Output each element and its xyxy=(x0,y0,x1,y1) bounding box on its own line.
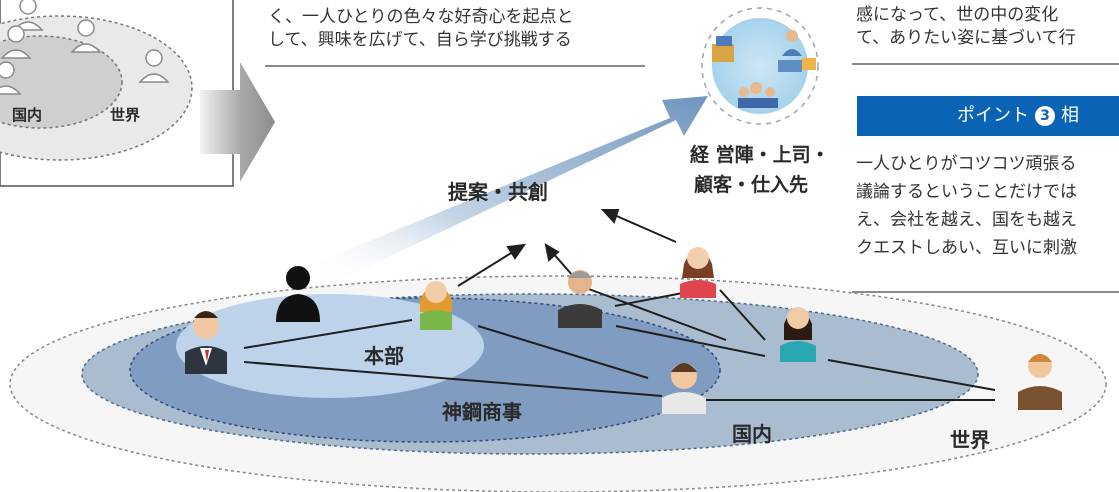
point-text-line: 議論するということだけでは xyxy=(856,182,1077,202)
stakeholder-label-line: 顧客・仕入先 xyxy=(694,174,809,196)
person-older-man xyxy=(558,270,602,328)
point-text-line: 一人ひとりがコツコツ頑張る xyxy=(856,154,1077,174)
intro-text-line: く、一人ひとりの色々な好奇心を起点と xyxy=(268,7,574,27)
right-text-line: 感になって、世の中の変化 xyxy=(856,5,1059,25)
person-man-brown xyxy=(1018,354,1062,410)
intro-text-line: して、興味を広げて、自ら学び挑戦する xyxy=(268,30,572,50)
stakeholder-globe-icon xyxy=(701,7,819,125)
proposal-arrow xyxy=(318,96,708,284)
point-prefix: ポイント xyxy=(957,105,1029,126)
intro-text: く、一人ひとりの色々な好奇心を起点と して、興味を広げて、自ら学び挑戦する xyxy=(268,6,574,52)
left-domestic-label: 国内 xyxy=(12,106,43,124)
person-man-suit-left xyxy=(185,311,227,374)
gray-block-arrow xyxy=(200,62,275,182)
company-label: 神鋼商事 xyxy=(442,400,522,424)
people xyxy=(185,247,1062,414)
stakeholder-label: 経 営陣・上司・ 顧客・仕入先 xyxy=(690,140,830,200)
stakeholder-label-line: 経 営陣・上司・ xyxy=(690,144,830,166)
domestic-label: 国内 xyxy=(732,422,772,446)
point-text: 一人ひとりがコツコツ頑張る 議論するということだけでは え、会社を越え、国をも越… xyxy=(856,150,1077,262)
left-panel xyxy=(0,0,234,187)
left-world-label: 世界 xyxy=(110,106,141,124)
world-label: 世界 xyxy=(950,428,990,452)
point-text-line: クエストしあい、互いに刺激 xyxy=(856,238,1077,258)
person-woman-teal xyxy=(780,307,816,362)
left-domestic-ellipse xyxy=(0,35,123,129)
person-man-white xyxy=(662,363,706,414)
person-woman-red xyxy=(680,247,716,298)
headquarters-label: 本部 xyxy=(364,344,404,368)
proposal-label: 提案・共創 xyxy=(448,180,548,204)
point-suffix: 相 xyxy=(1061,105,1079,126)
person-woman-green xyxy=(420,281,452,330)
right-text-line: て、ありたい姿に基づいて行 xyxy=(856,28,1076,48)
point-text-line: え、会社を越え、国をも越え xyxy=(856,210,1077,230)
connection-lines xyxy=(243,287,996,401)
left-people-icons xyxy=(0,0,170,95)
proposal-small-arrows xyxy=(457,209,677,287)
person-silhouette xyxy=(276,266,320,322)
right-text: 感になって、世の中の変化 て、ありたい姿に基づいて行 xyxy=(856,4,1076,50)
point-number-badge: 3 xyxy=(1035,106,1055,126)
main-ellipses xyxy=(9,275,1107,492)
